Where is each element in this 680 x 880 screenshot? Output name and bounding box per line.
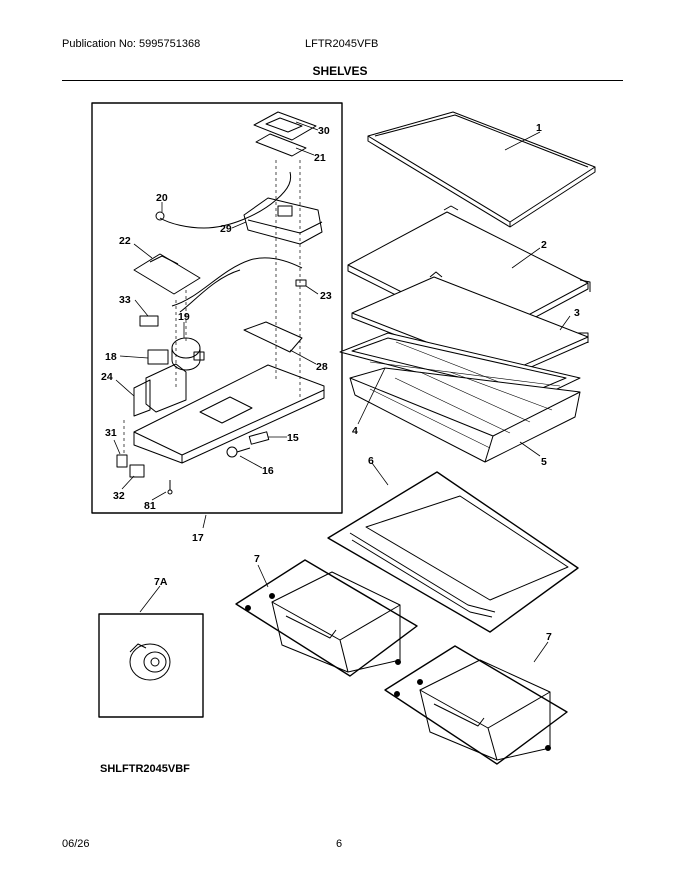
shelf-1 (367, 111, 596, 228)
callout-18: 18 (105, 351, 117, 363)
bracket-30-21 (253, 111, 317, 157)
alignment-lines (123, 160, 301, 456)
callout-31: 31 (105, 427, 117, 439)
callout-7A: 7A (154, 576, 168, 588)
parts-31-32-81 (116, 454, 173, 495)
damper-28 (243, 321, 303, 353)
callout-1: 1 (536, 122, 542, 134)
part-18 (147, 349, 169, 365)
callout-81: 81 (144, 500, 156, 512)
callout-30: 30 (318, 125, 330, 137)
callout-6: 6 (368, 455, 374, 467)
section-title: SHELVES (312, 64, 368, 78)
callout-7-left: 7 (254, 553, 260, 565)
callout-29: 29 (220, 223, 232, 235)
callout-5: 5 (541, 456, 547, 468)
callout-17: 17 (192, 532, 204, 544)
callout-2: 2 (541, 239, 547, 251)
callout-23: 23 (320, 290, 332, 302)
drawer-7-right (384, 645, 568, 765)
housing-assembly (133, 363, 325, 464)
callout-20: 20 (156, 192, 168, 204)
callout-19: 19 (178, 311, 190, 323)
callout-21: 21 (314, 152, 326, 164)
callout-32: 32 (113, 490, 125, 502)
wiring-harness (155, 171, 303, 313)
callout-4: 4 (352, 425, 358, 437)
leader-lines (113, 121, 571, 663)
page-number: 6 (336, 838, 343, 850)
crisper-tray-5 (349, 367, 581, 463)
crisper-cover-6 (327, 471, 579, 633)
callout-3: 3 (574, 307, 580, 319)
sensor-15-16 (226, 431, 270, 458)
callout-16: 16 (262, 465, 274, 477)
part-23 (295, 279, 307, 287)
callout-7-right: 7 (546, 631, 552, 643)
footer-date: 06/26 (62, 838, 90, 850)
callout-33: 33 (119, 294, 131, 306)
callout-28: 28 (316, 361, 328, 373)
callout-24: 24 (101, 371, 113, 383)
inset-box-17 (91, 102, 343, 514)
publication-number: Publication No: 5995751368 (62, 38, 201, 50)
diagram-code: SHLFTR2045VBF (100, 763, 190, 775)
model-number: LFTR2045VFB (305, 38, 379, 50)
callout-15: 15 (287, 432, 299, 444)
cover-22 (133, 253, 201, 295)
callout-22: 22 (119, 235, 131, 247)
control-module-29 (243, 197, 323, 245)
drawer-7-left (235, 559, 418, 677)
inset-7A (98, 613, 204, 718)
part-33 (139, 315, 159, 327)
header-rule (62, 80, 623, 81)
